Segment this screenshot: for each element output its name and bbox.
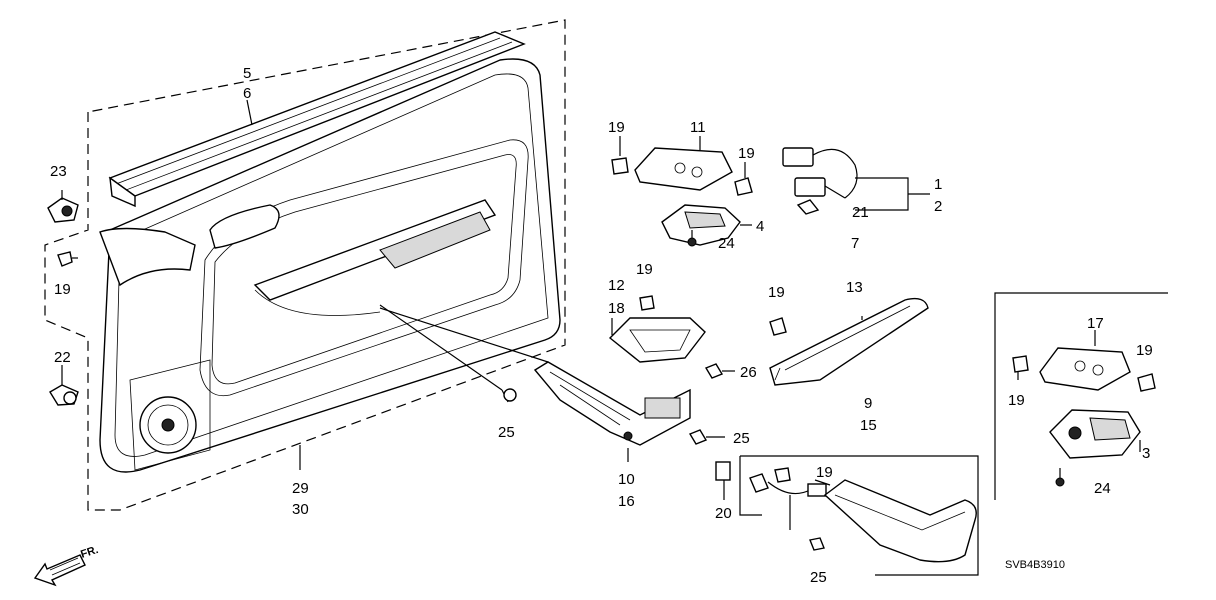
label-10: 10 — [618, 471, 635, 488]
clip-19-left-part — [57, 251, 78, 267]
label-24-lower: 24 — [1094, 480, 1111, 497]
label-25-bracket: 25 — [733, 430, 750, 447]
label-1: 1 — [934, 176, 942, 193]
label-26: 26 — [740, 364, 757, 381]
label-6: 6 — [243, 85, 251, 102]
label-7: 7 — [851, 235, 859, 252]
switch-panel-17-part — [1039, 347, 1131, 391]
label-19-harness: 19 — [816, 464, 833, 481]
armrest-pad-part — [769, 297, 929, 386]
front-direction-label: FR. — [79, 544, 100, 561]
right-group-frame — [994, 292, 1168, 500]
label-19-left: 19 — [54, 281, 71, 298]
label-12: 12 — [608, 277, 625, 294]
left-group-frame — [44, 19, 566, 511]
handle-bezel-part — [608, 317, 706, 363]
clip-19-d-part — [769, 317, 787, 336]
screw-26-part — [704, 363, 735, 379]
label-9: 9 — [864, 395, 872, 412]
clip-19-e-part — [774, 467, 791, 483]
label-11: 11 — [690, 119, 706, 136]
screw-24-a-part — [687, 230, 697, 247]
label-19-right-upper: 19 — [1136, 342, 1153, 359]
courtesy-harness-part — [749, 473, 827, 530]
door-lining-part — [99, 58, 561, 473]
label-19-panel-right: 19 — [738, 145, 755, 162]
label-2: 2 — [934, 198, 942, 215]
window-switch-3-part — [1049, 409, 1141, 459]
label-19-pad: 19 — [768, 284, 785, 301]
lower-trim-part — [823, 479, 977, 563]
clip-20-part — [715, 461, 731, 481]
label-19-panel-left: 19 — [608, 119, 625, 136]
label-15: 15 — [860, 417, 877, 434]
clip-19-b-part — [734, 177, 753, 196]
weatherstrip-part — [108, 31, 526, 208]
label-19-bezel: 19 — [636, 261, 653, 278]
label-22: 22 — [54, 349, 71, 366]
clip-19-g-part — [1137, 373, 1156, 392]
lower-group-frame — [739, 455, 979, 576]
window-switch-4-part — [661, 204, 741, 246]
label-16: 16 — [618, 493, 635, 510]
clip-23-part — [47, 197, 79, 223]
clip-19-f-part — [1012, 355, 1029, 373]
diagram-code: SVB4B3910 — [1005, 559, 1065, 571]
switch-panel-11-part — [634, 147, 733, 191]
label-5: 5 — [243, 65, 251, 82]
label-23: 23 — [50, 163, 67, 180]
label-4: 4 — [756, 218, 764, 235]
label-19-right-lower: 19 — [1008, 392, 1025, 409]
label-17: 17 — [1087, 315, 1104, 332]
screw-24-b-part — [1055, 468, 1065, 487]
leader-lines — [61, 99, 1141, 500]
front-direction-arrow: FR. — [33, 544, 100, 587]
label-21: 21 — [852, 204, 869, 221]
clip-19-c-part — [639, 295, 655, 311]
armrest-bracket-part — [379, 307, 691, 446]
wire-harness-part — [782, 147, 858, 215]
clip-19-a-part — [611, 157, 629, 175]
label-24-upper: 24 — [718, 235, 735, 252]
label-25-lower: 25 — [810, 569, 827, 586]
label-13: 13 — [846, 279, 863, 296]
label-3: 3 — [1142, 445, 1150, 462]
label-25-door: 25 — [498, 424, 515, 441]
screw-25-door-part — [379, 304, 517, 403]
label-30: 30 — [292, 501, 309, 518]
label-29: 29 — [292, 480, 309, 497]
callout-labels: 5 6 23 19 22 29 30 25 19 11 19 4 24 1 2 … — [50, 65, 1153, 586]
screw-25-lower-part — [809, 537, 825, 551]
screw-25-bracket-part — [688, 429, 725, 445]
clip-22-part — [49, 384, 79, 406]
label-20: 20 — [715, 505, 732, 522]
label-18: 18 — [608, 300, 625, 317]
